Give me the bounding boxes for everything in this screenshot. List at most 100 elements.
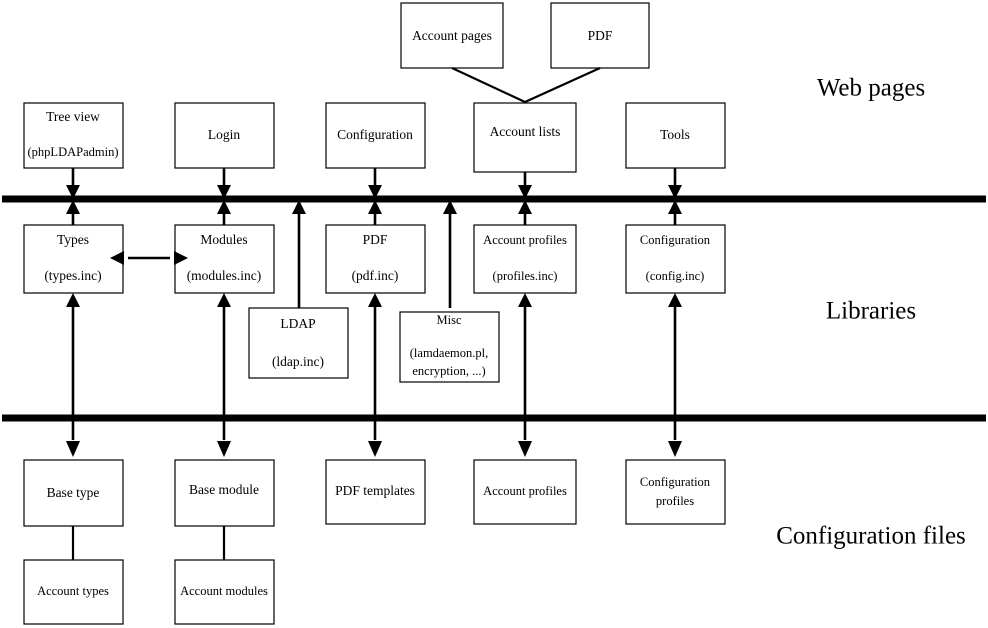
arrow-head-up — [217, 293, 231, 307]
support-box-ldap: LDAP (ldap.inc) — [248, 307, 349, 379]
cfg-box-base-module-title: Base module — [189, 482, 259, 497]
arrow-head-up — [66, 200, 80, 214]
box-outline — [23, 459, 124, 527]
section-label-configuration-files: Configuration files — [776, 523, 966, 550]
box-outline — [550, 2, 650, 69]
support-box-misc-title: Misc — [437, 313, 462, 327]
arrows-bus-to-configfiles — [66, 441, 682, 457]
arrow-head-down — [368, 441, 382, 457]
box-outline — [625, 224, 726, 294]
lib-box-types-subtitle: (types.inc) — [44, 268, 101, 283]
leaf-box-account-modules: Account modules — [174, 559, 275, 625]
lib-box-configuration-title: Configuration — [640, 233, 711, 247]
arrow-head-down — [518, 441, 532, 457]
arrow-head-left — [110, 251, 124, 265]
leaf-box-account-types: Account types — [23, 559, 124, 625]
arrow-head-up — [668, 200, 682, 214]
web-box-tree-view: Tree view (phpLDAPadmin) — [23, 102, 124, 169]
lib-box-types: Types (types.inc) — [23, 224, 124, 294]
top-box-account-pages: Account pages — [400, 2, 504, 69]
arrow-head-down — [217, 185, 231, 199]
top-box-pdf-title: PDF — [588, 28, 613, 43]
cfg-box-pdf-templates: PDF templates — [325, 459, 426, 525]
section-label-libraries: Libraries — [826, 298, 916, 325]
connector-account-pages-to-account-lists — [451, 67, 526, 103]
web-box-configuration: Configuration — [325, 102, 426, 169]
arrow-head-up — [668, 293, 682, 307]
arrow-head-up — [518, 293, 532, 307]
web-box-account-lists-title: Account lists — [490, 124, 561, 139]
arrow-head-down — [66, 185, 80, 199]
arrow-head-down — [217, 441, 231, 457]
leaf-box-account-modules-title: Account modules — [180, 584, 268, 598]
arrow-head-up — [368, 200, 382, 214]
box-outline — [23, 224, 124, 294]
web-box-login-title: Login — [208, 127, 240, 142]
lib-box-modules-title: Modules — [200, 232, 247, 247]
arrow-head-up — [443, 200, 457, 214]
lib-box-modules-subtitle: (modules.inc) — [187, 268, 262, 283]
cfg-box-configuration-profiles: Configuration profiles — [625, 459, 726, 525]
box-outline — [625, 459, 726, 525]
web-box-tools: Tools — [625, 102, 726, 169]
section-label-web-pages: Web pages — [817, 75, 925, 102]
arrows-webpages-to-top-bus — [66, 168, 682, 199]
box-outline — [325, 224, 426, 294]
support-box-misc-subtitle-1: (lamdaemon.pl, — [410, 346, 488, 360]
arrow-head-up — [217, 200, 231, 214]
box-outline — [174, 559, 275, 625]
box-outline — [248, 307, 349, 379]
lib-box-pdf: PDF (pdf.inc) — [325, 224, 426, 294]
arrow-head-down — [518, 185, 532, 199]
arrow-head-down — [368, 185, 382, 199]
support-box-misc: Misc (lamdaemon.pl, encryption, ...) — [399, 311, 500, 383]
cfg-box-base-type: Base type — [23, 459, 124, 527]
cfg-box-base-type-title: Base type — [47, 485, 100, 500]
arrows-libraries-to-top-bus — [66, 200, 682, 308]
box-outline — [473, 459, 577, 525]
arrow-head-down — [668, 441, 682, 457]
lib-box-pdf-title: PDF — [363, 232, 388, 247]
cfg-box-pdf-templates-title: PDF templates — [335, 483, 415, 498]
box-outline — [399, 311, 500, 383]
lib-box-modules: Modules (modules.inc) — [174, 224, 275, 294]
arrow-head-up — [66, 293, 80, 307]
arrow-head-down — [66, 441, 80, 457]
support-box-ldap-title: LDAP — [280, 316, 315, 331]
connector-types-modules-bidirectional — [110, 251, 188, 265]
web-box-account-lists: Account lists — [473, 102, 577, 173]
lib-box-pdf-subtitle: (pdf.inc) — [352, 268, 399, 283]
top-box-account-pages-title: Account pages — [412, 28, 492, 43]
lib-box-account-profiles: Account profiles (profiles.inc) — [473, 224, 577, 294]
top-box-pdf: PDF — [550, 2, 650, 69]
cfg-box-account-profiles-title: Account profiles — [483, 484, 567, 498]
box-outline — [174, 459, 275, 527]
box-outline — [473, 224, 577, 294]
lib-box-configuration-subtitle: (config.inc) — [646, 269, 705, 283]
arrow-head-down — [668, 185, 682, 199]
support-box-ldap-subtitle: (ldap.inc) — [272, 354, 324, 369]
lib-box-account-profiles-subtitle: (profiles.inc) — [493, 269, 558, 283]
lib-box-types-title: Types — [57, 232, 89, 247]
box-outline — [174, 102, 275, 169]
box-outline — [473, 102, 577, 173]
arrow-head-up — [292, 200, 306, 214]
box-outline — [400, 2, 504, 69]
cfg-box-configuration-profiles-title: Configuration — [640, 475, 711, 489]
arrow-head-up — [518, 200, 532, 214]
web-box-tree-view-subtitle: (phpLDAPadmin) — [28, 145, 119, 159]
arrow-head-up — [368, 293, 382, 307]
arrow-head-right — [174, 251, 188, 265]
lib-box-account-profiles-title: Account profiles — [483, 233, 567, 247]
cfg-box-account-profiles: Account profiles — [473, 459, 577, 525]
web-box-configuration-title: Configuration — [337, 127, 413, 142]
support-box-misc-subtitle-2: encryption, ...) — [412, 364, 485, 378]
box-outline — [23, 102, 124, 169]
cfg-box-base-module: Base module — [174, 459, 275, 527]
web-box-login: Login — [174, 102, 275, 169]
box-outline — [23, 559, 124, 625]
lib-box-configuration: Configuration (config.inc) — [625, 224, 726, 294]
web-box-tools-title: Tools — [660, 127, 690, 142]
